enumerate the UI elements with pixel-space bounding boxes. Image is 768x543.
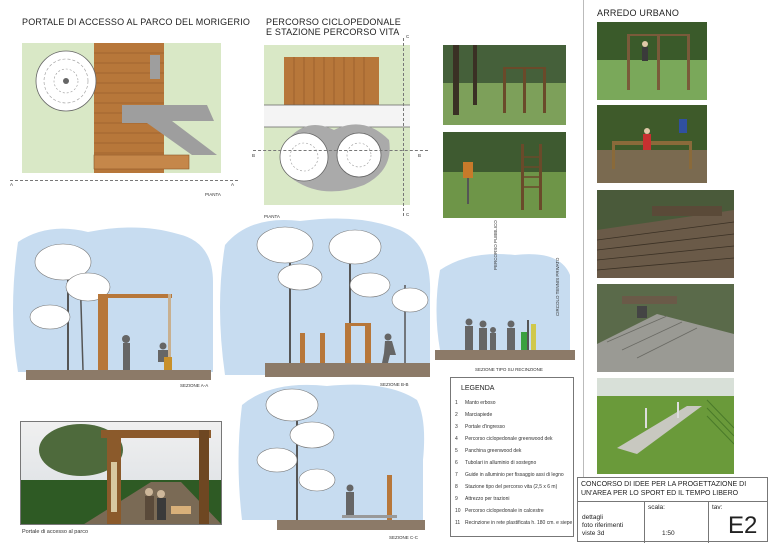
section-bb-label: SEZIONE B-B — [380, 382, 409, 387]
section-tipo-label: SEZIONE TIPO SU RECINZIONE — [475, 367, 543, 372]
legend-item-number: 2 — [455, 412, 458, 418]
section-aa-label: SEZIONE A-A — [180, 383, 209, 388]
legend-item-text: Panchina greenwood dek — [465, 448, 522, 454]
legend-item-text: Manto erboso — [465, 400, 496, 406]
concorso-line1: CONCORSO DI IDEE PER LA PROGETTAZIONE DI — [581, 481, 747, 488]
legend-item: 9 Attrezzo per trazioni — [455, 496, 509, 502]
percorso-title-line1: PERCORSO CICLOPEDONALE — [266, 17, 401, 27]
photo-arredo-3 — [597, 190, 734, 278]
legend-item-number: 6 — [455, 460, 458, 466]
legend-item: 11 Recinzione in rete plastificata h. 180… — [455, 520, 572, 526]
photo-fitness-station-2 — [443, 132, 566, 218]
legend-item: 3 Portale d'ingresso — [455, 424, 505, 430]
legend-item-number: 10 — [455, 508, 461, 514]
section-mark-a-right: A — [231, 182, 235, 187]
section-mark-b-right: B — [418, 153, 422, 158]
legend-item-number: 3 — [455, 424, 458, 430]
pianta-label-1: PIANTA — [205, 192, 221, 197]
legend-item-text: Marciapiede — [465, 412, 493, 418]
portale-render — [20, 421, 222, 525]
legend-list: 1 Manto erboso 2 Marciapiede 3 Portale d'ingr… — [455, 400, 573, 534]
legend-item: 4 Percorso ciclopedonale greenwood dek — [455, 436, 553, 442]
legend-item-text: Recinzione in rete plastificata h. 180 c… — [465, 520, 573, 526]
section-mark-a-left: A — [10, 182, 14, 187]
title-block-divider-v1 — [644, 501, 645, 543]
section-line-a — [10, 180, 238, 182]
render-caption: Portale di accesso al parco — [22, 529, 89, 535]
section-aa: SEZIONE A-A — [8, 222, 220, 388]
section-tipo: PERCORSO PUBBLICO CIRCOLO TENNIS PRIVATO… — [435, 220, 575, 375]
scala-label: scala: — [648, 504, 665, 511]
pianta-label-2: PIANTA — [264, 214, 280, 219]
scala-value: 1:50 — [662, 530, 675, 537]
section-bb: SEZIONE B-B — [220, 215, 435, 387]
photo-arredo-2 — [597, 105, 707, 183]
legend-item-text: Stazione tipo del percorso vita (2,5 x 6… — [465, 484, 558, 490]
photo-arredo-1 — [597, 22, 707, 100]
contents-line2: foto riferimenti — [582, 522, 624, 529]
contents-line3: viste 3d — [582, 530, 605, 537]
photo-arredo-4 — [597, 284, 734, 372]
percorso-title-line2: E STAZIONE PERCORSO VITA — [266, 27, 400, 37]
circolo-tennis-label: CIRCOLO TENNIS PRIVATO — [555, 257, 560, 316]
legend-item-text: Tubolari in alluminio di sostegno — [465, 460, 537, 466]
contents-line1: dettagli — [582, 514, 603, 521]
legend-item-number: 9 — [455, 496, 458, 502]
section-line-c — [403, 38, 405, 216]
legend-item-number: 11 — [455, 520, 461, 526]
legend-title: LEGENDA — [461, 385, 495, 392]
section-cc: SEZIONE C-C — [237, 380, 427, 540]
legend-item-text: Percorso ciclopedonale greenwood dek — [465, 436, 553, 442]
legend-item: 7 Guide in alluminio per fissaggio assi d… — [455, 472, 564, 478]
legend-item-number: 5 — [455, 448, 458, 454]
arredo-title: ARREDO URBANO — [597, 8, 680, 18]
legend-item: 10 Percorso ciclopedonale in calcestre — [455, 508, 544, 514]
title-block-divider — [578, 501, 768, 502]
title-block: CONCORSO DI IDEE PER LA PROGETTAZIONE DI… — [577, 477, 768, 543]
legend-item-text: Guide in alluminio per fissaggio assi di… — [465, 472, 564, 478]
legend-item-number: 4 — [455, 436, 458, 442]
photo-fitness-station-1 — [443, 45, 566, 125]
legend-item-text: Attrezzo per trazioni — [465, 496, 510, 502]
legend-item-number: 8 — [455, 484, 458, 490]
legend-item-text: Percorso ciclopedonale in calcestre — [465, 508, 544, 514]
tav-label: tav: — [712, 504, 723, 511]
legend-item-number: 7 — [455, 472, 458, 478]
title-block-divider-v2 — [708, 501, 709, 543]
photo-arredo-5 — [597, 378, 734, 474]
legend-item-text: Portale d'ingresso — [465, 424, 505, 430]
legend-item-number: 1 — [455, 400, 458, 406]
section-mark-b-left: B — [252, 153, 256, 158]
portale-title: PORTALE DI ACCESSO AL PARCO DEL MORIGERI… — [22, 17, 251, 27]
concorso-line2: UN'AREA PER LO SPORT ED IL TEMPO LIBERO — [581, 490, 739, 497]
section-cc-label: SEZIONE C-C — [389, 535, 419, 540]
legend-item: 8 Stazione tipo del percorso vita (2,5 x … — [455, 484, 557, 490]
section-mark-c-bottom: C — [406, 212, 410, 217]
section-line-b — [253, 150, 428, 152]
section-mark-c-top: C — [406, 34, 410, 39]
legend-box: LEGENDA 1 Manto erboso 2 Marciapiede 3 Portal… — [450, 377, 574, 537]
portale-plan — [22, 43, 221, 173]
legend-item: 6 Tubolari in alluminio di sostegno — [455, 460, 536, 466]
legend-item: 2 Marciapiede — [455, 412, 492, 418]
legend-item: 5 Panchina greenwood dek — [455, 448, 521, 454]
column-divider — [583, 0, 584, 542]
legend-item: 1 Manto erboso — [455, 400, 496, 406]
percorso-plan — [264, 45, 410, 205]
tav-value: E2 — [728, 512, 758, 539]
percorso-pubblico-label: PERCORSO PUBBLICO — [493, 220, 498, 270]
